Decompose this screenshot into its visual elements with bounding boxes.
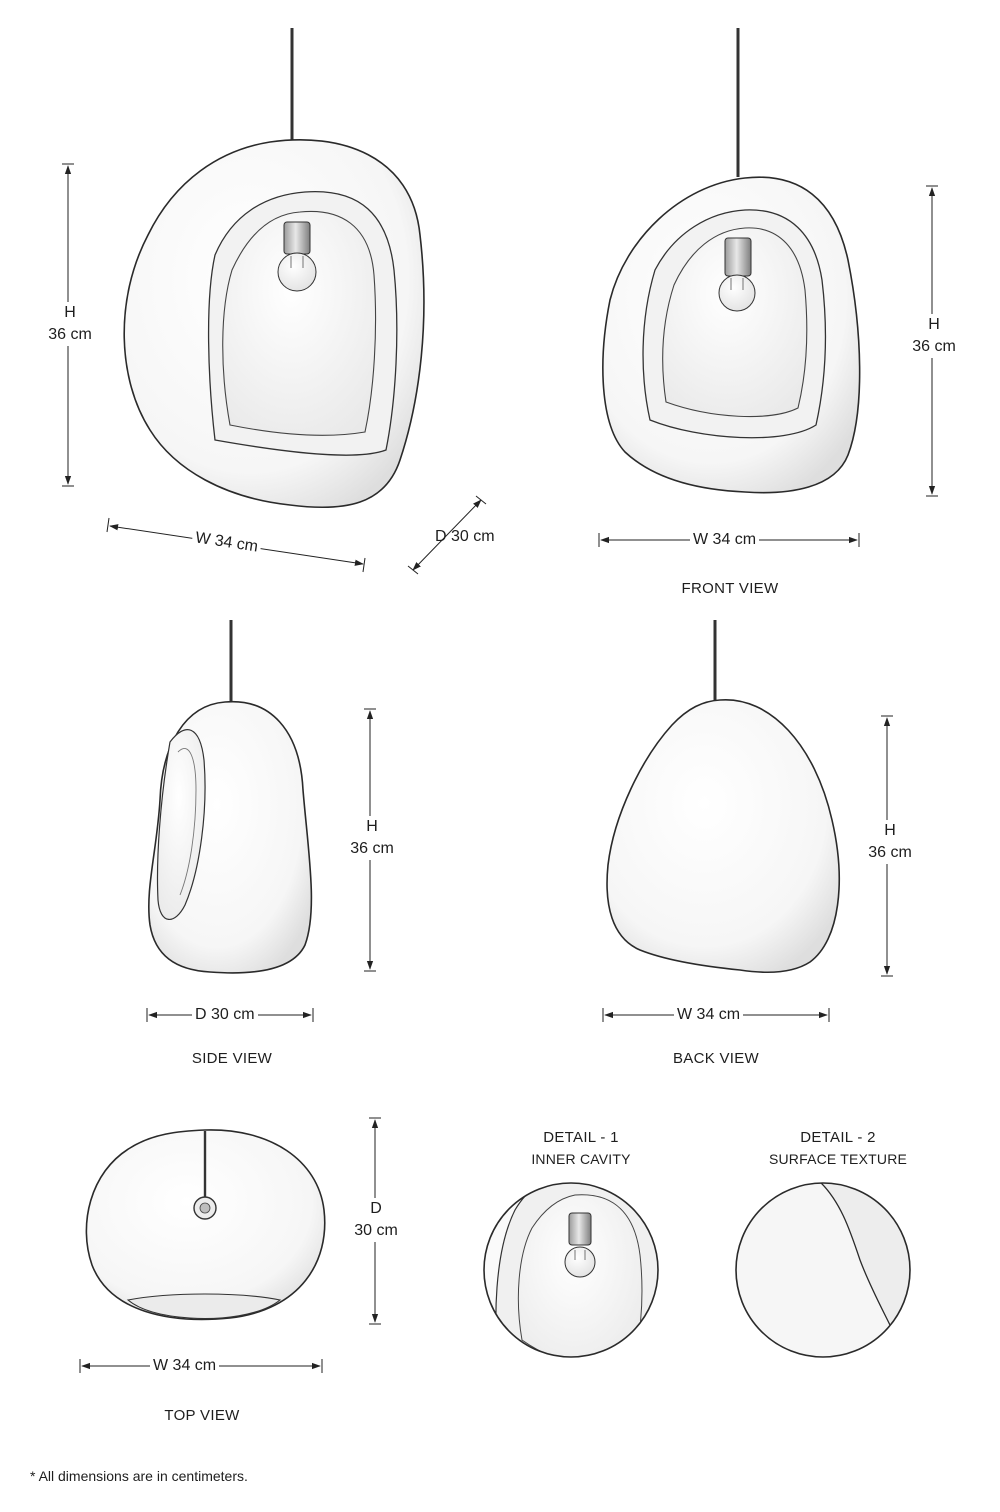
detail-2-subtitle: SURFACE TEXTURE: [768, 1151, 908, 1167]
back-height-label: H 36 cm: [862, 820, 918, 864]
detail-1-title: DETAIL - 1: [543, 1129, 619, 1146]
perspective-height-label: H 36 cm: [42, 302, 98, 346]
detail-frame-outline: [483, 1182, 659, 1358]
top-view: [79, 1117, 381, 1373]
top-width-label: W 34 cm: [150, 1355, 220, 1377]
back-view-caption: BACK VIEW: [672, 1050, 760, 1067]
opening-edge: [126, 1293, 282, 1319]
bulb-filament: [290, 256, 304, 268]
light-bulb: [718, 274, 756, 312]
front-width-label: W 34 cm: [690, 529, 760, 551]
detail-frame-outline: [735, 1182, 911, 1358]
lamp-shell: [606, 699, 840, 973]
light-bulb: [564, 1246, 596, 1278]
back-view: [602, 620, 893, 1022]
bulb-filament: [574, 1250, 586, 1260]
cord-entry-hole: [199, 1202, 211, 1214]
lamp-shell: [85, 1129, 326, 1321]
width-tick-left: [106, 517, 110, 533]
front-height-label: H 36 cm: [906, 314, 962, 358]
detail-2-title: DETAIL - 2: [800, 1129, 876, 1146]
top-depth-label: D 30 cm: [348, 1198, 404, 1242]
lamp-socket: [283, 221, 311, 255]
side-view-caption: SIDE VIEW: [191, 1050, 273, 1067]
perspective-view: [62, 28, 487, 575]
depth-dimension-line: [412, 499, 482, 571]
detail-1-inner-cavity: [483, 1182, 659, 1358]
detail-1-subtitle: INNER CAVITY: [531, 1151, 631, 1167]
lamp-socket: [724, 237, 752, 277]
footnote: * All dimensions are in centimeters.: [30, 1468, 248, 1484]
inner-cavity: [662, 227, 808, 418]
inner-cavity: [222, 210, 377, 436]
opening-rim: [177, 748, 197, 896]
back-width-label: W 34 cm: [674, 1004, 744, 1026]
depth-tick-top: [475, 495, 487, 505]
front-view: [598, 28, 938, 547]
top-view-caption: TOP VIEW: [164, 1407, 240, 1424]
side-opening: [156, 729, 206, 920]
front-view-caption: FRONT VIEW: [681, 580, 779, 597]
lamp-socket: [568, 1212, 592, 1246]
light-bulb: [277, 252, 317, 292]
detail-2-surface-texture: [735, 1182, 911, 1358]
side-view: [146, 620, 376, 1022]
bulb-filament: [730, 278, 744, 290]
perspective-depth-label: D 30 cm: [435, 528, 495, 545]
width-tick-right: [362, 557, 366, 573]
side-depth-label: D 30 cm: [192, 1004, 258, 1026]
inner-cavity: [517, 1194, 643, 1357]
side-height-label: H 36 cm: [344, 816, 400, 860]
depth-tick-bottom: [407, 565, 419, 575]
